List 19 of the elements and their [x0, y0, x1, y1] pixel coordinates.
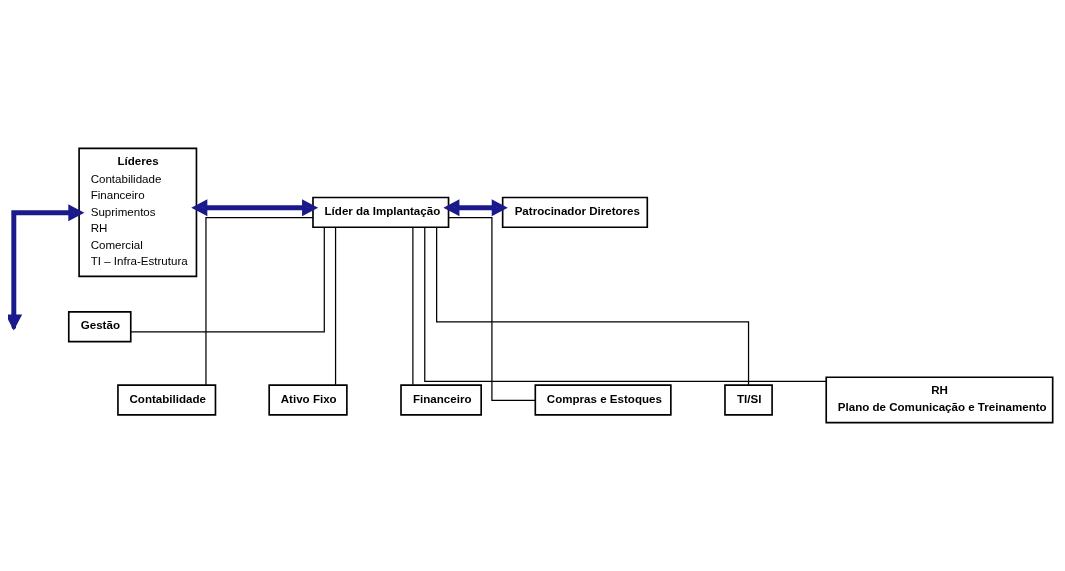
- node-box: Compras e Estoques: [534, 384, 672, 416]
- node-box: Contabilidade: [117, 384, 217, 416]
- node-box: TI/SI: [724, 384, 773, 416]
- node-box: Líderes Contabilidade Financeiro Suprimentos RH Comercial TI – Infra-Estrutura: [78, 147, 198, 278]
- node-box: Patrocinador Diretores: [501, 196, 649, 229]
- node-box: Gestão: [67, 311, 132, 343]
- arrow: [191, 199, 319, 217]
- connector: [334, 226, 337, 386]
- connector: [436, 226, 750, 386]
- node-box: RH Plano de Comunicação e Treinamento: [825, 376, 1054, 424]
- connector: [205, 217, 314, 386]
- node-box: Financeiro: [400, 384, 482, 416]
- connector: [424, 226, 827, 382]
- arrow: [443, 199, 508, 217]
- connector: [130, 226, 325, 333]
- node-box: Líder da Implantação: [312, 196, 450, 229]
- connector: [412, 226, 414, 386]
- node-box: Ativo Fixo: [268, 384, 348, 416]
- connector: [448, 217, 536, 401]
